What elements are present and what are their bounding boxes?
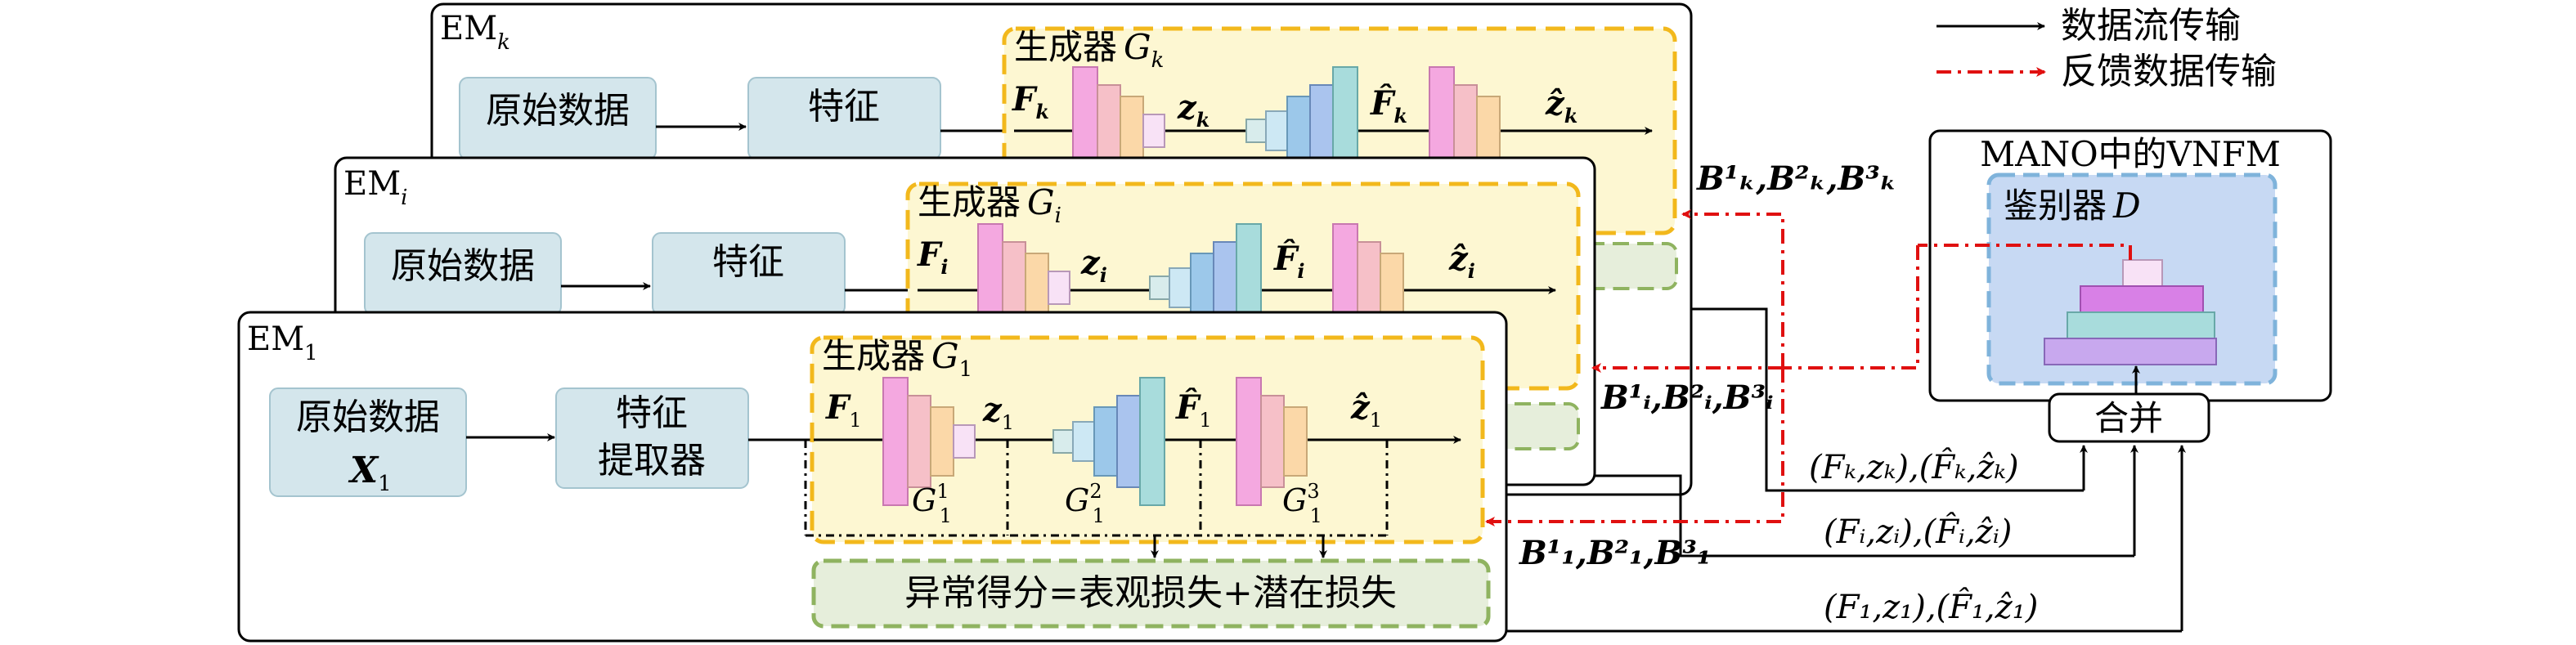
merge-box bbox=[2048, 392, 2210, 443]
em-i-title: EMi bbox=[343, 165, 407, 210]
legend: 数据流传输 反馈数据传输 bbox=[1936, 5, 2277, 92]
em-k-zhat-label: ẑk bbox=[1545, 84, 1577, 128]
merge-label: 合并 bbox=[2094, 398, 2163, 438]
flow-label-one: (F₁,z₁),(F̂₁,ẑ₁) bbox=[1824, 589, 2038, 626]
em-i-f-label: Fi bbox=[917, 235, 949, 279]
mano-title: MANO中的VNFM bbox=[1980, 134, 2281, 174]
anomaly-score-label: 异常得分=表观损失+潜在损失 bbox=[904, 572, 1397, 614]
em-1-extractor-box bbox=[555, 387, 749, 489]
flow-label-i: (Fᵢ,zᵢ),(F̂ᵢ,ẑᵢ) bbox=[1824, 513, 2012, 551]
em-i-raw-data-label: 原始数据 bbox=[391, 245, 535, 287]
legend-feedback-label: 反馈数据传输 bbox=[2061, 51, 2277, 92]
em-1-raw-data-box bbox=[269, 387, 467, 497]
feedback-label-k: B¹ₖ,B²ₖ,B³ₖ bbox=[1696, 159, 1897, 198]
flow-label-k: (Fₖ,zₖ),(F̂ₖ,ẑₖ) bbox=[1809, 449, 2019, 486]
em-1-decoder bbox=[1052, 377, 1165, 506]
em-k-fhat-label: F̂k bbox=[1370, 84, 1407, 128]
em-1-fhat-label: F̂1 bbox=[1175, 388, 1212, 432]
em-1-extractor-label-2: 提取器 bbox=[598, 440, 706, 482]
em-k-f-label: Fk bbox=[1012, 80, 1049, 123]
anomaly-score-box bbox=[811, 558, 1491, 629]
em-1-encoder2 bbox=[1236, 377, 1308, 506]
em-1-f-label: F1 bbox=[825, 388, 862, 432]
em-k-z-label: zk bbox=[1177, 88, 1209, 132]
em-i-extractor-label: 特征 bbox=[712, 241, 784, 283]
em-k-raw-data-label: 原始数据 bbox=[486, 90, 630, 132]
em-k-title: EMk bbox=[440, 10, 510, 55]
em-1-encoder1 bbox=[882, 377, 976, 506]
em-1-raw-data-label: 原始数据 bbox=[296, 396, 440, 438]
em-i-z-label: zi bbox=[1080, 244, 1107, 287]
em-1-zhat-label: ẑ1 bbox=[1350, 388, 1382, 432]
em-i-fhat-label: F̂i bbox=[1273, 240, 1305, 283]
feedback-label-i: B¹ᵢ,B²ᵢ,B³ᵢ bbox=[1600, 378, 1774, 417]
em-i-zhat-label: ẑi bbox=[1448, 240, 1475, 283]
feedback-label-one: B¹₁,B²₁,B³₁ bbox=[1519, 534, 1711, 572]
em-1-raw-var: X1 bbox=[348, 450, 392, 496]
em-1-extractor-label-1: 特征 bbox=[616, 392, 688, 434]
discriminator-stack bbox=[2044, 259, 2217, 365]
em-1-z-label: z1 bbox=[982, 391, 1014, 434]
legend-flow-label: 数据流传输 bbox=[2061, 5, 2241, 47]
em-k-extractor-label: 特征 bbox=[808, 86, 880, 128]
em-1-title: EM1 bbox=[247, 320, 318, 365]
